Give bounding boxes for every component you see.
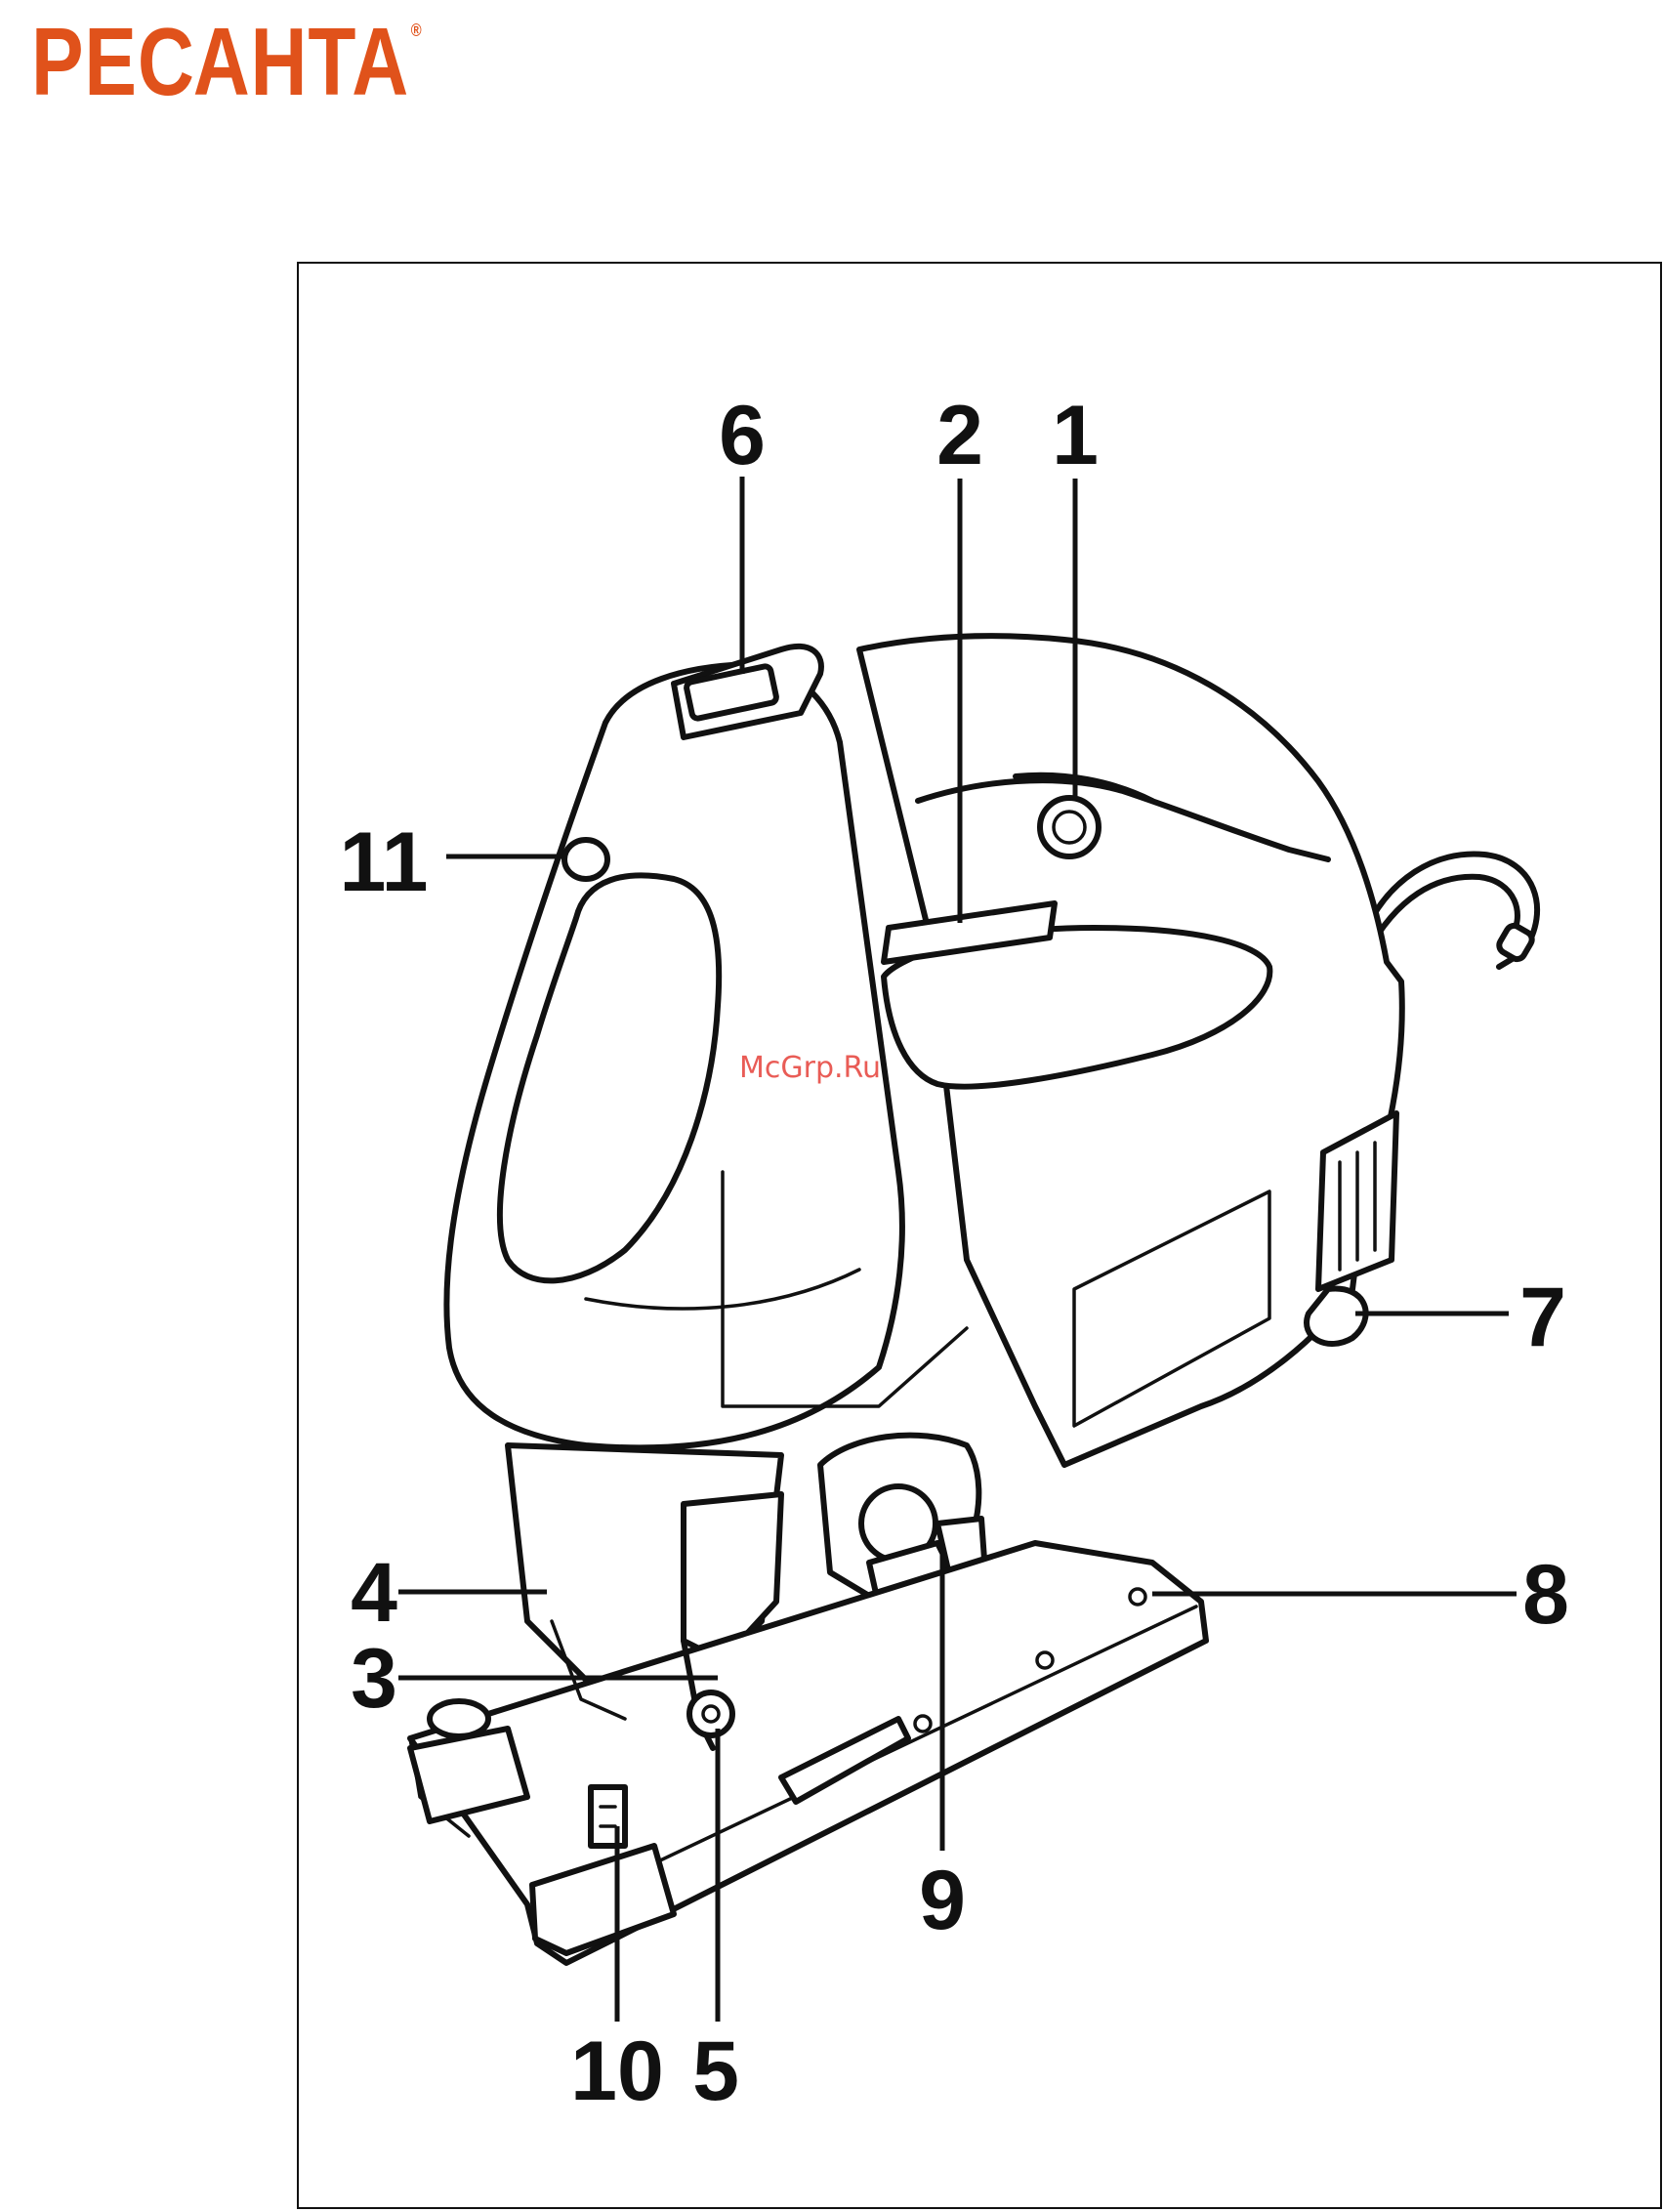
- callout-7: 7: [1519, 1271, 1566, 1364]
- callout-4: 4: [351, 1546, 397, 1640]
- jigsaw-illustration: [410, 636, 1537, 1963]
- watermark-text: McGrp.Ru: [739, 1051, 881, 1085]
- callout-8: 8: [1522, 1548, 1569, 1642]
- callout-11: 11: [340, 815, 429, 909]
- callout-6: 6: [719, 389, 766, 482]
- callout-5: 5: [692, 2024, 739, 2118]
- callout-2: 2: [936, 389, 983, 482]
- callout-1: 1: [1052, 389, 1099, 482]
- callout-10: 10: [570, 2024, 664, 2118]
- callout-3: 3: [351, 1632, 397, 1726]
- callout-9: 9: [919, 1854, 966, 1947]
